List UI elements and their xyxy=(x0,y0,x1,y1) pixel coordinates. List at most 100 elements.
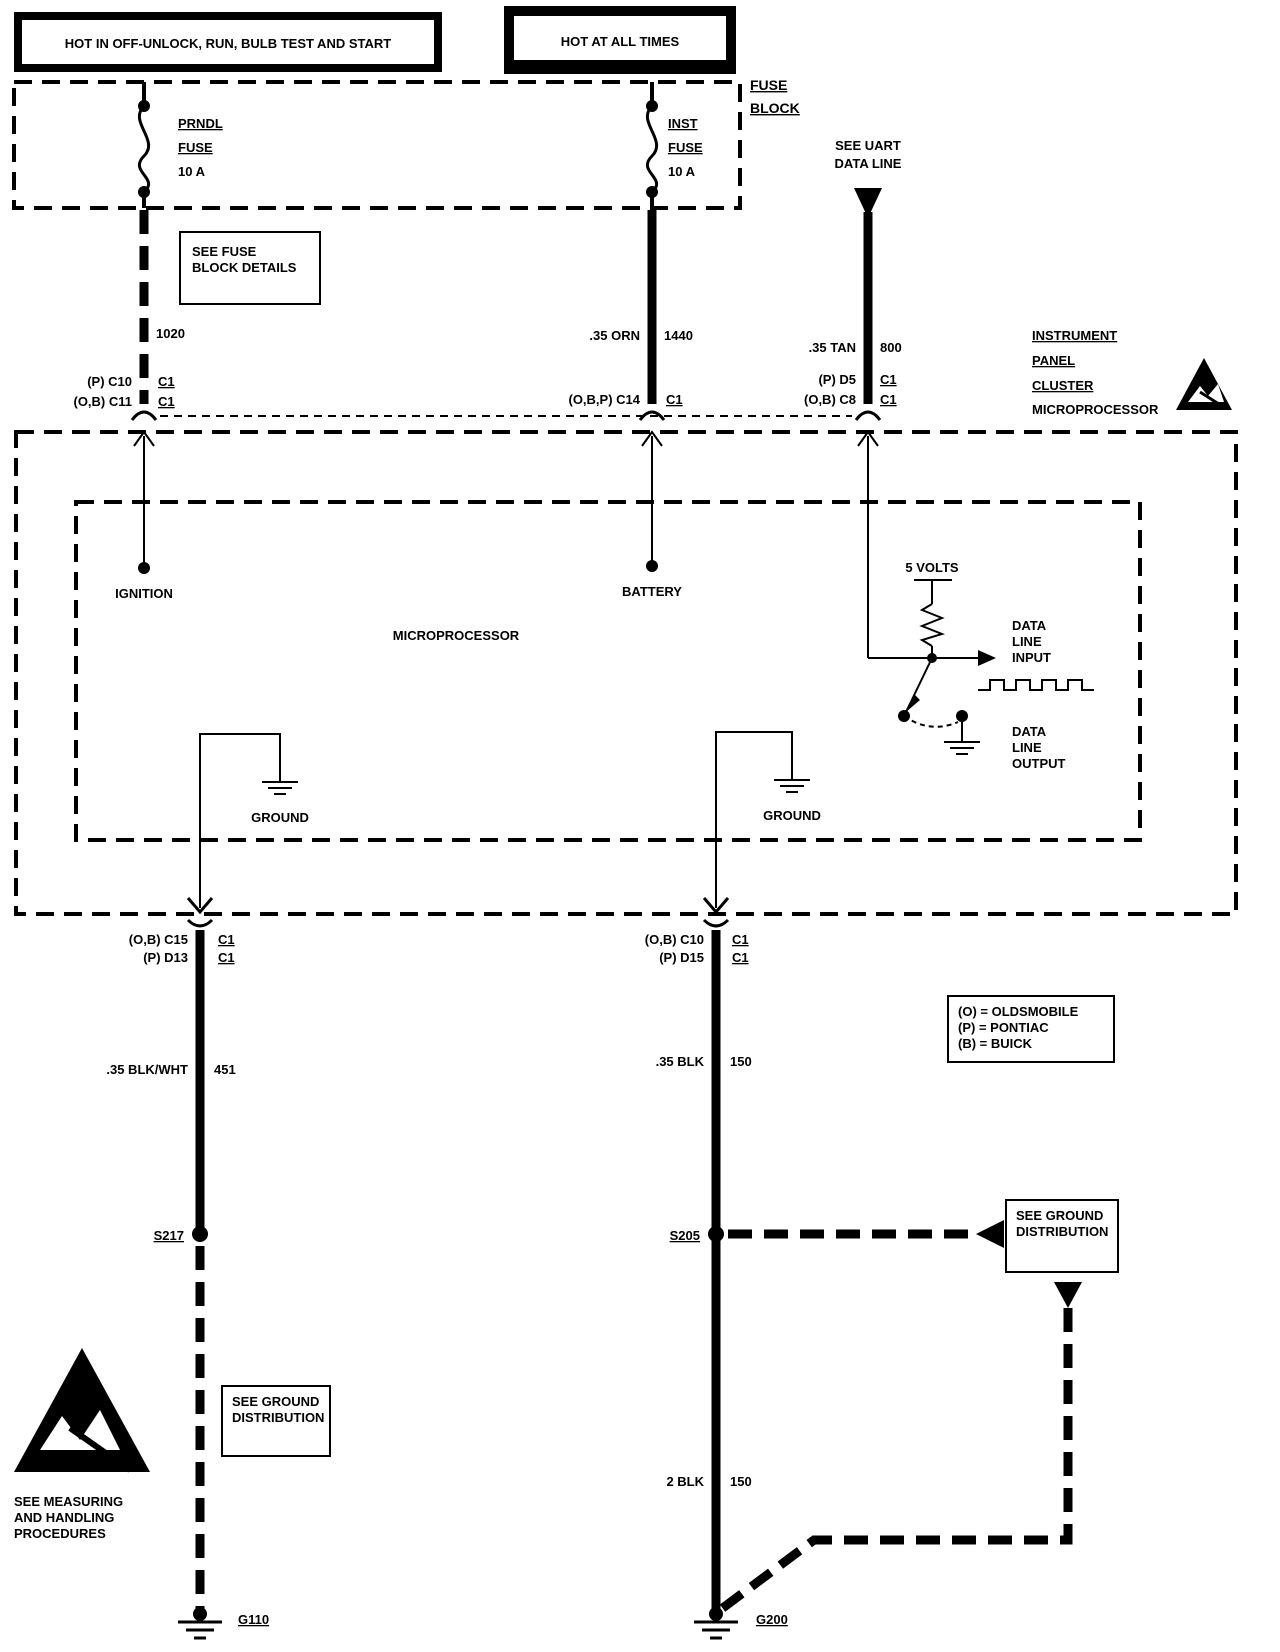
fuse-block-boundary xyxy=(12,80,742,210)
uart-arrow xyxy=(854,188,882,218)
esd-warning-icon-small xyxy=(1176,358,1232,410)
svg-text:DISTRIBUTION: DISTRIBUTION xyxy=(232,1410,324,1425)
ground-g200-label: G200 xyxy=(756,1612,788,1627)
conn4-line1: (O,B) C15 xyxy=(129,932,188,947)
connector-cap-3 xyxy=(854,410,882,421)
see-fuse-block-note: SEE FUSE BLOCK DETAILS xyxy=(179,231,321,305)
splice-s205 xyxy=(708,1226,724,1242)
header-left-text: HOT IN OFF-UNLOCK, RUN, BULB TEST AND ST… xyxy=(65,36,391,51)
wire-800-label: 800 xyxy=(880,340,902,355)
internal-ground-2-label: GROUND xyxy=(763,808,821,823)
module-name-1: INSTRUMENT xyxy=(1032,328,1117,343)
internal-ground-1 xyxy=(199,733,298,908)
svg-text:SEE GROUND: SEE GROUND xyxy=(1016,1208,1103,1223)
module-name-3: CLUSTER xyxy=(1032,378,1094,393)
data-line-output-2: LINE xyxy=(1012,740,1042,755)
microprocessor-boundary xyxy=(74,500,1142,842)
conn3-tag-a: C1 xyxy=(880,372,897,387)
data-line-output-1: DATA xyxy=(1012,724,1047,739)
fuse-block-label-2: BLOCK xyxy=(750,100,800,116)
battery-input xyxy=(641,430,663,572)
conn4-line2: (P) D13 xyxy=(143,950,188,965)
conn3-line1: (P) D5 xyxy=(818,372,856,387)
fuse2-rating: 10 A xyxy=(668,164,696,179)
data-line-input-2: LINE xyxy=(1012,634,1042,649)
fuse1-type: FUSE xyxy=(178,140,213,155)
data-line-input-3: INPUT xyxy=(1012,650,1051,665)
conn3-tag-b: C1 xyxy=(880,392,897,407)
conn5-tag-a: C1 xyxy=(732,932,749,947)
conn2-tag: C1 xyxy=(666,392,683,407)
conn1-tag-b: C1 xyxy=(158,394,175,409)
wire-ground-dist-return xyxy=(717,1308,1073,1614)
ignition-input xyxy=(133,430,155,574)
ground-g110-label: G110 xyxy=(238,1612,269,1627)
module-outer-boundary xyxy=(14,430,1238,916)
data-line-input-1: DATA xyxy=(1012,618,1047,633)
splice-s217 xyxy=(192,1226,208,1242)
wire-150a-label: 150 xyxy=(730,1054,752,1069)
esd-note-1: SEE MEASURING xyxy=(14,1494,123,1509)
header-left-box: HOT IN OFF-UNLOCK, RUN, BULB TEST AND ST… xyxy=(14,12,442,72)
see-uart-2: DATA LINE xyxy=(835,156,902,171)
conn1-line1: (P) C10 xyxy=(87,374,132,389)
wire-150b-label: 150 xyxy=(730,1474,752,1489)
ground-g200 xyxy=(694,1607,738,1640)
internal-ground-1-label: GROUND xyxy=(251,810,309,825)
conn4-tag-a: C1 xyxy=(218,932,235,947)
fuse1-name: PRNDL xyxy=(178,116,223,131)
wire-1440-color: .35 ORN xyxy=(589,328,640,343)
wire-800-color: .35 TAN xyxy=(809,340,856,355)
module-name-4: MICROPROCESSOR xyxy=(1032,402,1159,417)
ground-dist-arrow-left xyxy=(976,1220,1004,1248)
splice-s217-label: S217 xyxy=(154,1228,184,1243)
see-ground-note-1: SEE GROUND DISTRIBUTION xyxy=(221,1385,331,1457)
connector-cap-5 xyxy=(702,897,730,928)
fuse2-name: INST xyxy=(668,116,698,131)
conn1-line2: (O,B) C11 xyxy=(73,394,132,409)
ground-dist-arrow-down xyxy=(1054,1282,1082,1308)
conn4-tag-b: C1 xyxy=(218,950,235,965)
svg-text:SEE FUSE: SEE FUSE xyxy=(192,244,257,259)
splice-s205-label: S205 xyxy=(670,1228,700,1243)
fuse1-rating: 10 A xyxy=(178,164,206,179)
svg-text:DISTRIBUTION: DISTRIBUTION xyxy=(1016,1224,1108,1239)
connector-cap-1 xyxy=(130,410,158,421)
svg-text:SEE GROUND: SEE GROUND xyxy=(232,1394,319,1409)
ground-g110 xyxy=(178,1607,222,1640)
wire-150b-color: 2 BLK xyxy=(666,1474,704,1489)
conn3-line2: (O,B) C8 xyxy=(804,392,856,407)
fuse2-type: FUSE xyxy=(668,140,703,155)
esd-note-2: AND HANDLING xyxy=(14,1510,114,1525)
data-line-circuit xyxy=(857,430,1094,755)
microprocessor-label: MICROPROCESSOR xyxy=(393,628,520,643)
esd-warning-icon-large xyxy=(14,1348,150,1473)
make-legend: (O) = OLDSMOBILE (P) = PONTIAC (B) = BUI… xyxy=(947,995,1115,1063)
header-right-box: HOT AT ALL TIMES xyxy=(504,6,736,74)
fuse-prndl xyxy=(137,82,151,208)
wire-1440-label: 1440 xyxy=(664,328,693,343)
header-right-text: HOT AT ALL TIMES xyxy=(561,34,680,49)
battery-label: BATTERY xyxy=(622,584,682,599)
see-uart-1: SEE UART xyxy=(835,138,901,153)
five-volts-label: 5 VOLTS xyxy=(905,560,959,575)
see-ground-note-2: SEE GROUND DISTRIBUTION xyxy=(1005,1199,1119,1273)
wire-451-color: .35 BLK/WHT xyxy=(106,1062,188,1077)
conn5-tag-b: C1 xyxy=(732,950,749,965)
internal-ground-2 xyxy=(715,731,810,908)
conn5-line2: (P) D15 xyxy=(659,950,704,965)
wire-150a-color: .35 BLK xyxy=(656,1054,705,1069)
svg-text:BLOCK DETAILS: BLOCK DETAILS xyxy=(192,260,297,275)
wire-1020-label: 1020 xyxy=(156,326,185,341)
conn1-tag-a: C1 xyxy=(158,374,175,389)
fuse-block-label-1: FUSE xyxy=(750,77,787,93)
esd-note-3: PROCEDURES xyxy=(14,1526,106,1541)
data-line-output-3: OUTPUT xyxy=(1012,756,1066,771)
connector-cap-2 xyxy=(638,410,666,421)
conn5-line1: (O,B) C10 xyxy=(645,932,704,947)
conn2-line1: (O,B,P) C14 xyxy=(568,392,640,407)
legend-buick: (B) = BUICK xyxy=(958,1036,1033,1051)
ignition-label: IGNITION xyxy=(115,586,173,601)
legend-oldsmobile: (O) = OLDSMOBILE xyxy=(958,1004,1079,1019)
